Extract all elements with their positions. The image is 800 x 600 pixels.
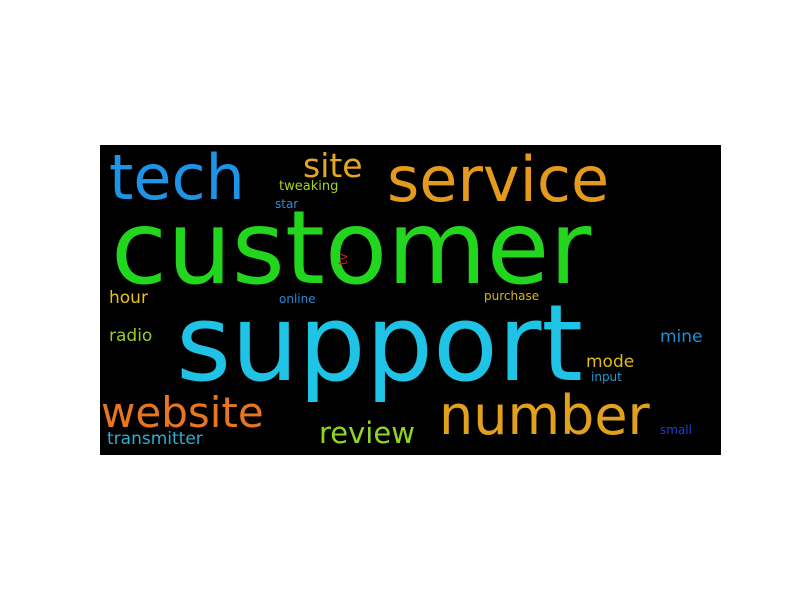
word-support: support [176,282,583,405]
word-review: review [319,416,415,450]
word-website: website [101,388,264,437]
word-hour: hour [109,288,148,308]
word-radio: radio [109,326,153,346]
word-small: small [660,423,692,437]
word-online: online [279,292,316,306]
word-customer: customer [111,189,592,308]
word-mode: mode [586,352,635,372]
word-tv: tv [336,253,350,265]
word-star: star [275,197,299,211]
word-tweaking: tweaking [279,179,339,194]
word-tech: tech [109,145,245,214]
word-input: input [591,370,622,384]
word-purchase: purchase [484,289,540,303]
word-cloud: customer support service tech number web… [100,145,721,455]
word-service: service [387,145,610,216]
word-mine: mine [660,327,703,347]
word-transmitter: transmitter [107,429,203,449]
word-number: number [439,384,650,447]
word-site: site [303,146,363,185]
